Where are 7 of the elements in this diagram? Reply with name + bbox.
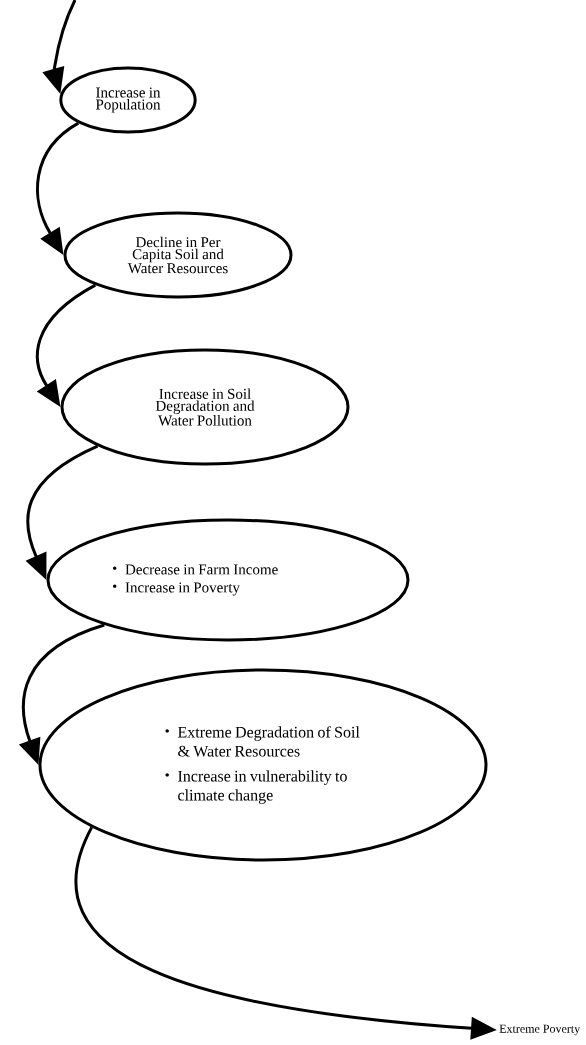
bullet-item: Decrease in Farm Income (113, 564, 278, 575)
ellipse (38, 668, 488, 862)
bullet-item: Extreme Degradation of Soil & Water Resources (165, 726, 360, 757)
outcome-label: Extreme Poverty (499, 1024, 581, 1036)
bullet-item: Increase in Poverty (113, 582, 240, 596)
ellipse (46, 518, 410, 642)
bullet-item: Increase in vulnerability to climate change (165, 770, 347, 804)
